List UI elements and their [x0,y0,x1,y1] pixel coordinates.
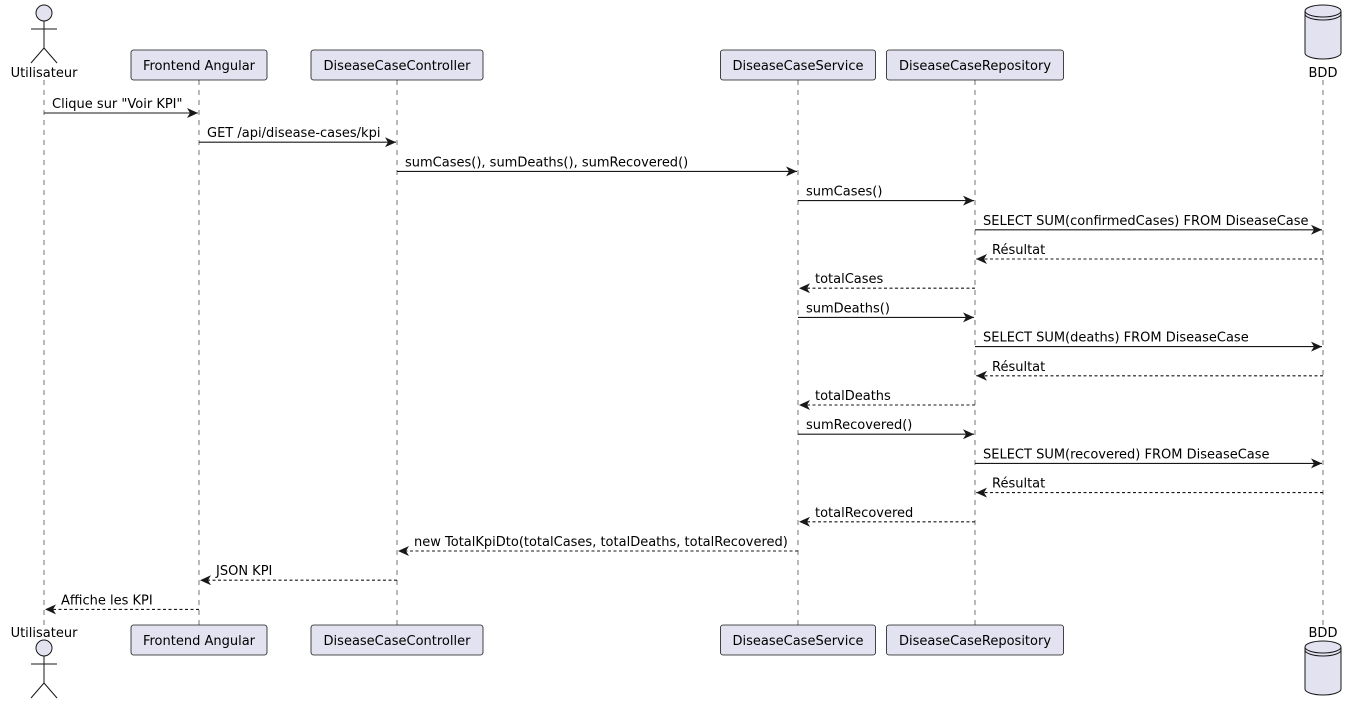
message-label: JSON KPI [215,564,272,579]
message-label: GET /api/disease-cases/kpi [207,126,380,141]
message-3: sumCases(), sumDeaths(), sumRecovered() [397,155,797,177]
participant-controller-bottom: DiseaseCaseController [310,624,484,656]
participant-label: Frontend Angular [143,634,256,649]
actor-label: Utilisateur [11,66,79,81]
participant-label: DiseaseCaseController [324,59,472,74]
participant-box [720,49,876,81]
participant-box [720,624,876,656]
message-label: sumCases() [806,185,882,200]
message-label: sumDeaths() [806,301,890,316]
participant-box [886,49,1064,81]
actor-user-bottom: Utilisateur [11,626,79,699]
message-13: SELECT SUM(recovered) FROM DiseaseCase [975,447,1322,469]
participant-frontend-top: Frontend Angular [130,49,268,81]
message-10: Résultat [976,360,1323,381]
database-rim [1304,10,1342,18]
message-label: Résultat [992,243,1045,258]
message-11: totalDeaths [799,389,975,410]
message-label: new TotalKpiDto(totalCases, totalDeaths,… [414,535,788,550]
participant-service-top: DiseaseCaseService [720,49,876,81]
message-label: Résultat [992,360,1045,375]
participant-label: DiseaseCaseRepository [899,634,1051,649]
message-7: totalCases [799,272,975,294]
message-18: Affiche les KPI [45,593,199,615]
message-15: totalRecovered [799,506,975,527]
database-bdd-bottom: BDD [1304,626,1342,696]
actor-head [35,639,53,657]
database-rim [1304,646,1342,654]
actor-user-top: Utilisateur [11,4,79,81]
database-label: BDD [1309,626,1338,641]
database-cylinder-icon [1304,4,1342,60]
message-2: GET /api/disease-cases/kpi [199,126,396,148]
message-9: SELECT SUM(deaths) FROM DiseaseCase [975,331,1322,352]
message-label: Résultat [992,477,1045,492]
message-12: sumRecovered() [798,418,974,440]
actor-leg-left [30,682,45,699]
participant-label: Frontend Angular [143,59,256,74]
participant-service-bottom: DiseaseCaseService [720,624,876,656]
participant-label: DiseaseCaseService [733,634,864,649]
actor-leg-right [43,47,58,64]
message-4: sumCases() [798,185,974,206]
participant-frontend-bottom: Frontend Angular [130,624,268,656]
database-cylinder-icon [1304,640,1342,696]
message-5: SELECT SUM(confirmedCases) FROM DiseaseC… [975,214,1322,235]
database-bdd-top: BDD [1304,4,1342,81]
participant-box [310,624,484,656]
message-label: totalCases [815,272,884,287]
participant-label: DiseaseCaseRepository [899,59,1051,74]
participant-repository-bottom: DiseaseCaseRepository [886,624,1064,656]
messages: Clique sur "Voir KPI" GET /api/disease-ca… [44,97,1323,615]
message-17: JSON KPI [200,564,397,586]
lifelines [43,80,1324,625]
message-label: Clique sur "Voir KPI" [52,97,183,112]
participant-label: DiseaseCaseController [324,634,472,649]
participant-box [130,49,268,81]
message-14: Résultat [976,477,1323,498]
participant-repository-top: DiseaseCaseRepository [886,49,1064,81]
participant-label: DiseaseCaseService [733,59,864,74]
database-rim-inner [1304,649,1342,657]
message-label: totalRecovered [815,506,913,521]
message-label: SELECT SUM(recovered) FROM DiseaseCase [983,447,1270,462]
database-rim-inner [1304,13,1342,21]
participants-top: Utilisateur Frontend Angular DiseaseCaseCo… [11,4,1342,81]
actor-leg-left [30,47,45,64]
message-label: sumCases(), sumDeaths(), sumRecovered() [405,155,688,170]
participant-box [130,624,268,656]
message-label: totalDeaths [815,389,891,404]
message-6: Résultat [976,243,1323,264]
actor-leg-right [43,682,58,699]
participant-box [886,624,1064,656]
message-16: new TotalKpiDto(totalCases, totalDeaths,… [398,535,798,556]
message-label: SELECT SUM(confirmedCases) FROM DiseaseC… [983,214,1309,229]
message-label: Affiche les KPI [61,593,153,608]
actor-head [35,4,53,22]
message-label: SELECT SUM(deaths) FROM DiseaseCase [983,331,1249,346]
participant-controller-top: DiseaseCaseController [310,49,484,81]
message-1: Clique sur "Voir KPI" [44,97,198,118]
actor-label: Utilisateur [11,626,79,641]
message-8: sumDeaths() [798,301,974,323]
database-label: BDD [1309,66,1338,81]
message-label: sumRecovered() [806,418,912,433]
participant-box [310,49,484,81]
